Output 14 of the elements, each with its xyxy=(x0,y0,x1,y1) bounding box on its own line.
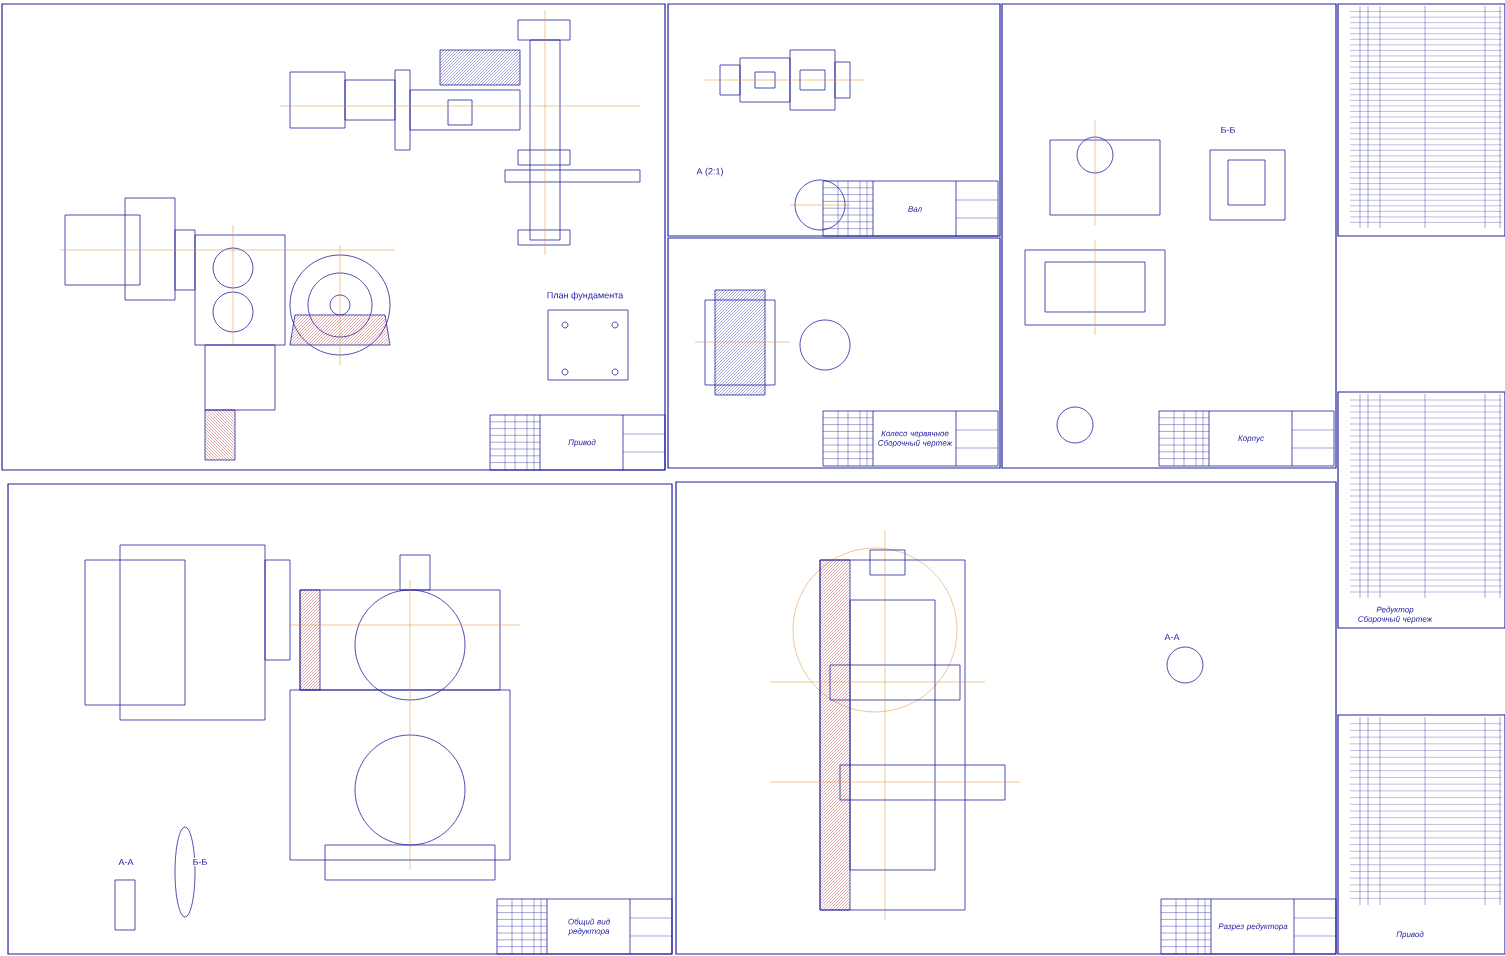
title-block-name: Вал xyxy=(908,206,922,212)
section-label: Б-Б xyxy=(1219,125,1237,135)
title-block-name: Привод xyxy=(568,439,596,447)
title-block-name: Корпус xyxy=(1238,435,1264,443)
section-label: А (2:1) xyxy=(695,166,725,178)
section-label: Б-Б xyxy=(191,857,209,867)
title-block-name: Общий вид редуктора xyxy=(568,918,610,936)
view-title: План фундамента xyxy=(545,290,625,302)
title-block-name: Колесо червячное Сборочный чертеж xyxy=(878,430,953,448)
title-block-name: Разрез редуктора xyxy=(1218,923,1288,931)
section-label: А-А xyxy=(1163,632,1181,642)
title-block-name: Редуктор Сборочный чертеж xyxy=(1358,606,1433,624)
section-label: А-А xyxy=(117,857,135,867)
title-block-name: Привод xyxy=(1396,931,1424,939)
